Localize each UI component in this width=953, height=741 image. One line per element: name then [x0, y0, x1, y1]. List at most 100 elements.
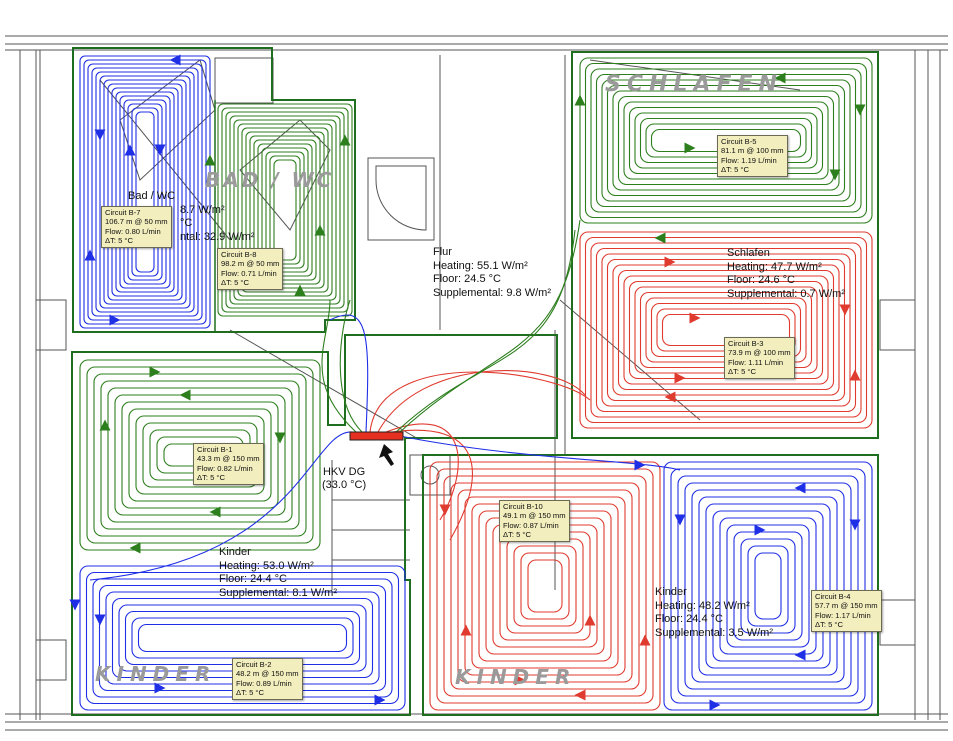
flow-arrow-icon-18	[849, 369, 861, 381]
manifold-temp: (33.0 °C)	[322, 479, 367, 491]
coil-b4-loop-6	[705, 503, 831, 669]
flow-arrow-icon-2	[109, 314, 121, 326]
coil-b3-loop-0	[579, 231, 873, 429]
room-supplemental: ntal: 32.9 W/m²	[180, 230, 255, 243]
circuit-dt: ΔT: 5 °C	[721, 165, 749, 175]
coil-b5-loop-8	[623, 101, 829, 180]
flow-arrow-icon-31	[374, 694, 386, 706]
manifold-feed-lines	[89, 219, 681, 581]
coil-b8-loop-8	[249, 135, 321, 285]
flow-arrow-icon-25	[179, 389, 191, 401]
coil-b7-loop-8	[111, 87, 179, 297]
circuit-title: Circuit B-1	[197, 445, 233, 454]
coil-b1-loop-4	[107, 387, 293, 523]
flow-arrow-icon-14	[829, 169, 841, 181]
flow-arrow-icon-23	[99, 419, 111, 431]
coil-b8-loop-7	[245, 131, 325, 289]
coil-b4-loop-2	[677, 475, 859, 697]
flow-arrow-icon-30	[154, 682, 166, 694]
coil-b8-loop-9	[253, 139, 317, 281]
coil-b2-loop-7	[124, 610, 361, 666]
feed-line-8	[89, 431, 353, 581]
coil-b3-loop-8	[623, 275, 829, 385]
circuit-dt: ΔT: 5 °C	[197, 473, 225, 483]
coil-b4-loop-0	[663, 461, 873, 711]
room-floor: Floor: 24.4 °C	[219, 573, 287, 585]
circuit-length: 57.7 m @ 150 mm	[815, 601, 878, 611]
coil-b2	[79, 565, 406, 711]
coil-b4	[663, 461, 873, 711]
coil-b8-loop-14	[273, 159, 297, 261]
room-heating: Heating: 48.2 W/m²	[655, 599, 750, 612]
coil-b1-loop-2	[93, 373, 307, 537]
circuit-dt: ΔT: 5 °C	[728, 367, 756, 377]
coil-b7-loop-12	[127, 103, 163, 281]
room-supplemental: Supplemental: 3.5 W/m²	[655, 626, 773, 639]
coil-b3	[579, 231, 873, 429]
flow-arrow-icon-4	[84, 249, 96, 261]
coil-b10-loop-9	[492, 524, 598, 648]
flow-arrow-icon-34	[639, 634, 651, 646]
flow-arrows	[69, 54, 866, 711]
room-name: Bad / WC	[128, 190, 176, 202]
coil-b7-loop-11	[123, 99, 167, 285]
coil-b8-loop-11	[261, 147, 309, 273]
coil-b7-loop-10	[119, 95, 171, 289]
coil-b5-loop-7	[617, 95, 835, 186]
flow-arrow-icon-16	[664, 256, 676, 268]
circuit-title: Circuit B-5	[721, 137, 757, 146]
circuit-card-b3: Circuit B-3 73.9 m @ 100 mm Flow: 1.11 L…	[724, 337, 795, 379]
room-heating: 8.7 W/m²	[180, 203, 225, 216]
flow-arrow-icon-20	[674, 372, 686, 384]
room-name: Kinder	[655, 586, 687, 598]
circuit-flow: Flow: 0.80 L/min	[105, 226, 161, 236]
coil-b7-loop-3	[91, 67, 199, 317]
circuit-title: Circuit B-3	[728, 339, 764, 348]
circuit-card-b10: Circuit B-10 49.1 m @ 150 mm Flow: 0.87 …	[499, 500, 570, 542]
circuit-flow: Flow: 1.17 L/min	[815, 610, 871, 620]
room-label-kinder-right: Kinder Heating: 48.2 W/m² Floor: 24.4 °C…	[655, 586, 773, 640]
circuit-title: Circuit B-2	[236, 660, 272, 669]
circuit-title: Circuit B-8	[221, 250, 257, 259]
coil-b10	[429, 461, 661, 711]
room-heating: Heating: 55.1 W/m²	[433, 259, 528, 272]
coil-b4-loop-3	[684, 482, 852, 690]
coil-b4-loop-4	[691, 489, 845, 683]
circuit-title: Circuit B-10	[503, 502, 543, 511]
plan-word-kinder-left: KINDER	[95, 662, 217, 686]
coil-b1-loop-5	[114, 394, 286, 516]
coil-b1-loop-7	[128, 408, 272, 502]
coil-b8	[217, 103, 353, 317]
coil-b8-loop-3	[229, 115, 341, 305]
coil-b1-loop-3	[100, 380, 300, 530]
flow-arrow-icon-42	[794, 649, 806, 661]
coil-b10-loop-3	[450, 482, 640, 690]
room-heating: Heating: 53.0 W/m²	[219, 559, 314, 572]
coil-b5-loop-0	[579, 57, 873, 224]
circuit-length: 49.1 m @ 150 mm	[503, 511, 566, 521]
plan-word-kinder-right: KINDER	[455, 665, 577, 689]
circuit-dt: ΔT: 5 °C	[105, 236, 133, 246]
flow-arrow-icon-5	[124, 144, 136, 156]
room-supplemental: Supplemental: 8.1 W/m²	[219, 586, 337, 599]
circuit-length: 106.7 m @ 50 mm	[105, 217, 168, 227]
coil-b7-loop-0	[79, 55, 211, 329]
room-floor: Floor: 24.6 °C	[727, 274, 795, 286]
room-floor: °C	[180, 217, 193, 229]
coil-b7-loop-6	[103, 79, 187, 305]
flow-arrow-icon-22	[149, 366, 161, 378]
coil-b1-loop-1	[86, 366, 314, 544]
flow-arrow-icon-44	[634, 459, 646, 471]
coil-b5-loop-2	[590, 68, 862, 213]
coil-b3-loop-2	[590, 242, 862, 418]
manifold-pointer-icon	[379, 444, 394, 466]
flow-arrow-icon-24	[274, 432, 286, 444]
flow-arrow-icon-29	[94, 614, 106, 626]
coil-b2-loop-0	[79, 565, 406, 711]
circuit-flow: Flow: 0.89 L/min	[236, 678, 292, 688]
flow-arrow-icon-3	[154, 144, 166, 156]
flow-arrow-icon-32	[460, 624, 472, 636]
coil-b8-loop-6	[241, 127, 329, 293]
circuit-flow: Flow: 1.19 L/min	[721, 155, 777, 165]
